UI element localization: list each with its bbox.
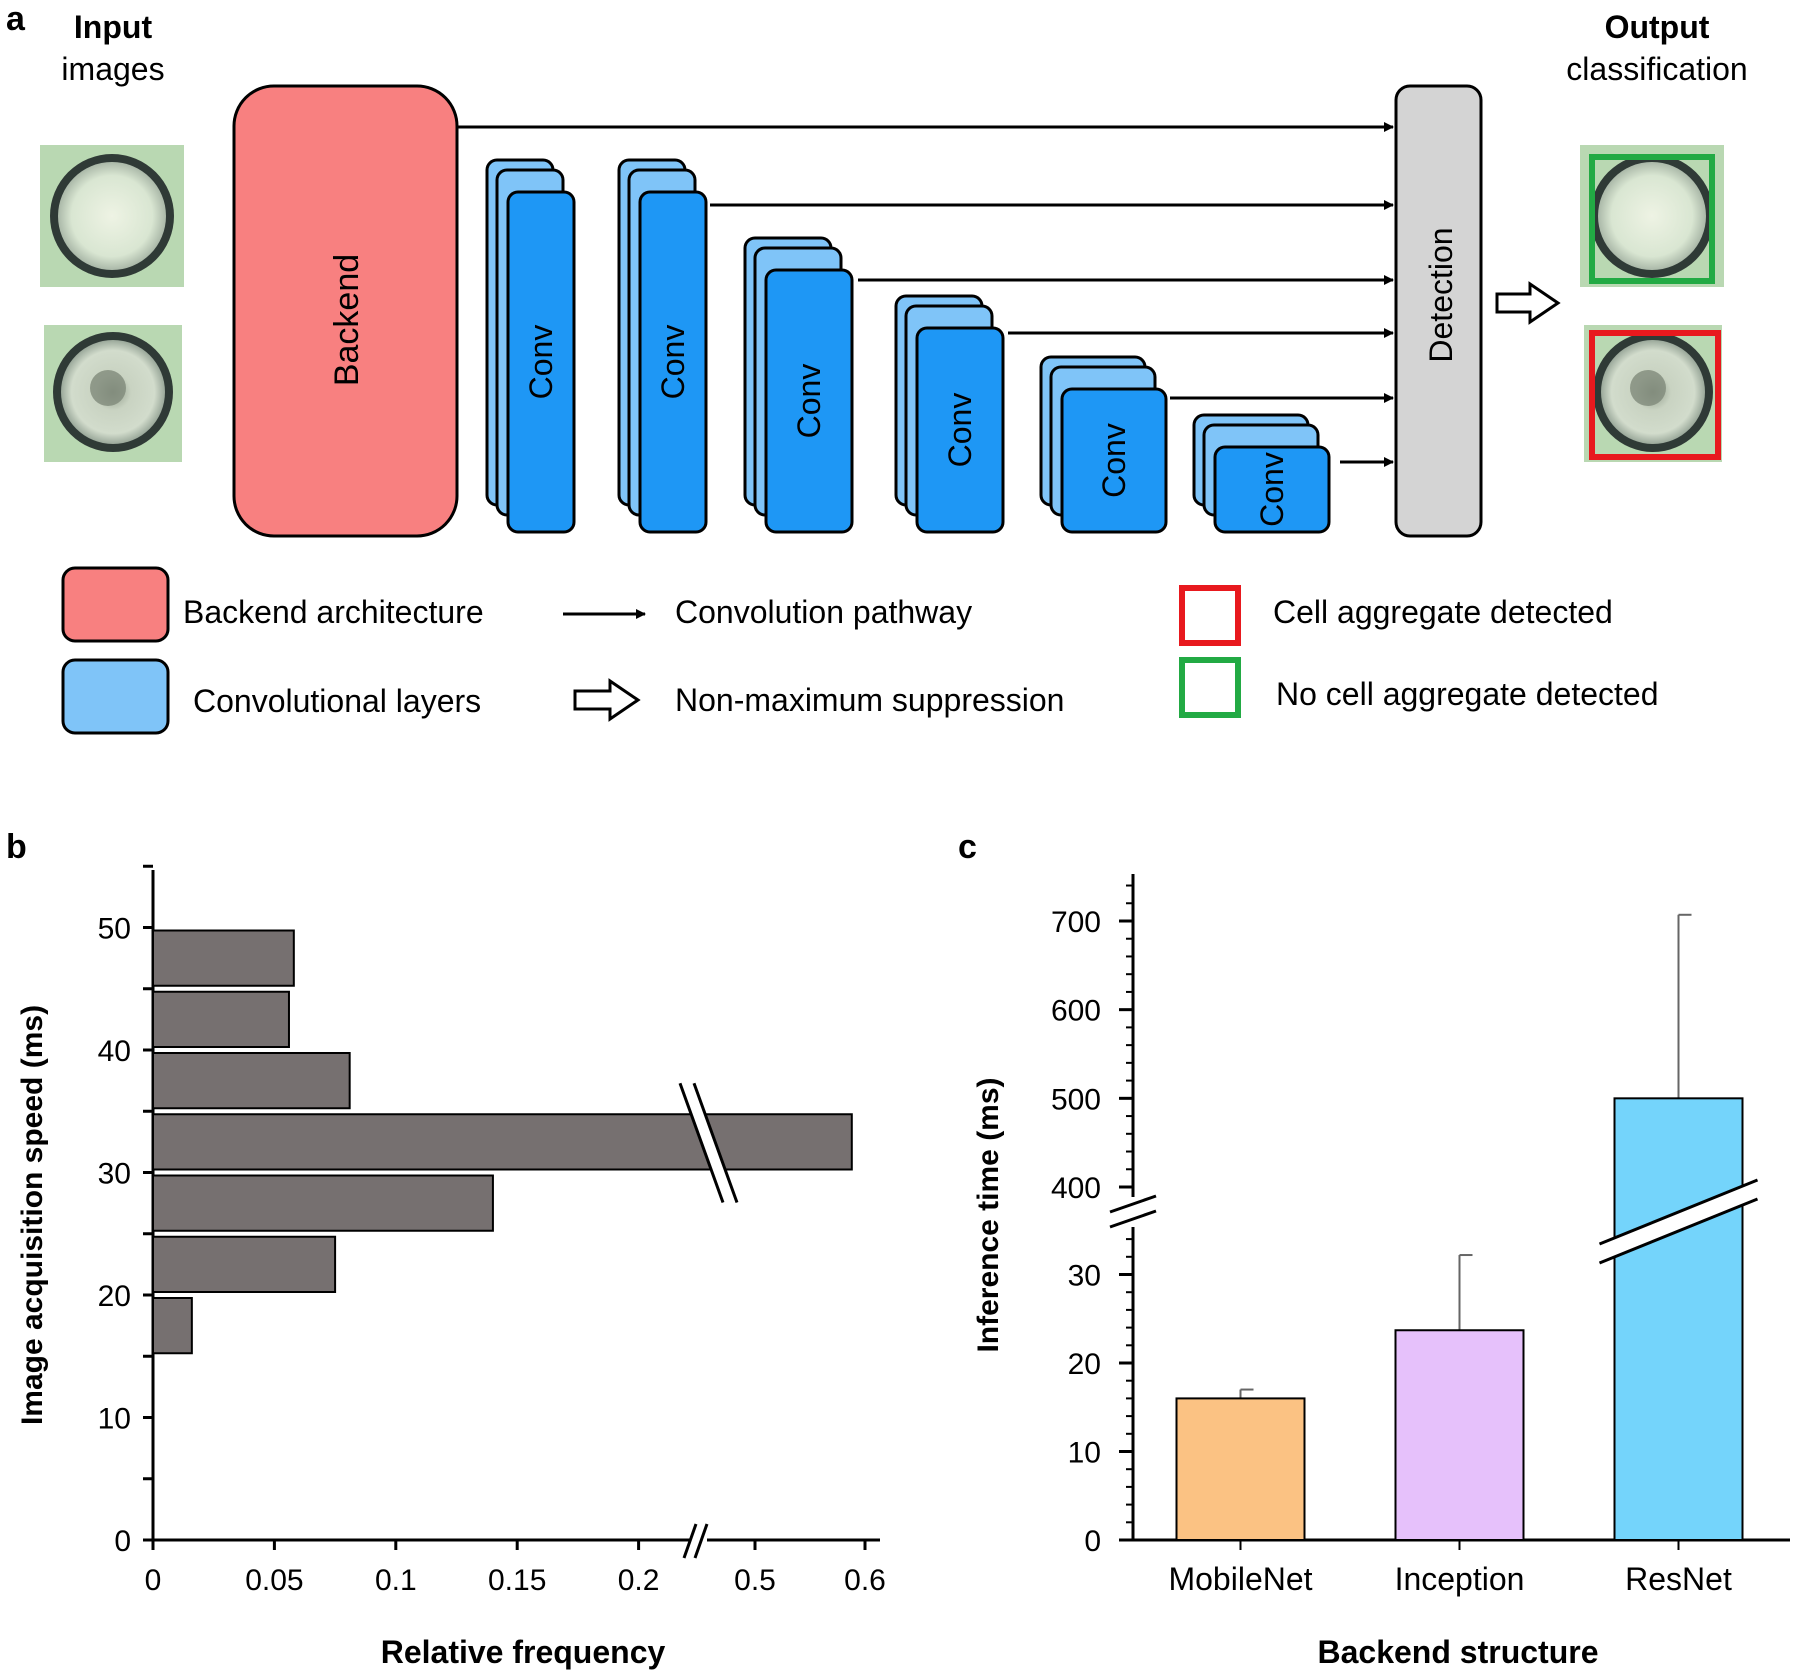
detection-block [1394, 84, 1483, 538]
output-image-no-aggregate [1580, 145, 1724, 287]
panel-b-xlabel: Relative frequency [381, 1634, 666, 1670]
histogram-bar [152, 929, 295, 987]
bar-break-gap [1599, 1180, 1758, 1263]
y-tick-label: 20 [98, 1280, 131, 1313]
y-tick-label: 700 [1051, 906, 1101, 939]
x-tick-label: 0.6 [844, 1564, 886, 1597]
conv-layer [764, 268, 854, 534]
axis-break-mark [1598, 1178, 1759, 1246]
legend-backend-swatch [61, 566, 170, 643]
axis-break-mark [682, 1523, 698, 1559]
y-tick-label: 10 [98, 1403, 131, 1436]
panel-c-label: c [958, 828, 977, 866]
legend-conv-swatch [61, 658, 170, 735]
axis-break-mark [692, 1082, 739, 1204]
bar [1613, 1097, 1744, 1541]
x-tick-label: 0 [145, 1564, 162, 1597]
conv-label: Conv [1096, 423, 1132, 498]
panel-b: b Image acquisition speed (ms) Relative … [6, 828, 886, 1670]
input-title: Input [74, 9, 153, 45]
legend-pathway-text: Convolution pathway [675, 594, 972, 630]
histogram-bar [152, 1113, 853, 1171]
input-image-clear-well [40, 145, 184, 287]
bar [1175, 1397, 1306, 1542]
legend-aggregate-text: Cell aggregate detected [1273, 594, 1613, 630]
backend-label: Backend [328, 254, 366, 386]
legend-no-aggregate-swatch [1179, 657, 1241, 718]
panel-c: c Inference time (ms) Backend structure … [958, 828, 1790, 1670]
legend-backend-text: Backend architecture [183, 594, 484, 630]
x-tick-label: Inception [1395, 1561, 1525, 1597]
x-tick-label: ResNet [1625, 1561, 1732, 1597]
y-tick-label: 0 [1084, 1525, 1101, 1558]
panel-b-ylabel: Image acquisition speed (ms) [16, 1005, 49, 1425]
y-tick-label: 30 [1068, 1260, 1101, 1293]
panel-c-xlabel: Backend structure [1318, 1634, 1599, 1670]
conv-label: Conv [655, 325, 691, 400]
panel-a: a Input images Output classification Bac… [6, 0, 1748, 735]
x-tick-label: 0.2 [618, 1564, 660, 1597]
y-tick-label: 50 [98, 913, 131, 946]
axis-break-mark [693, 1523, 709, 1559]
conv-layer [1213, 445, 1331, 534]
y-tick-label: 0 [114, 1525, 131, 1558]
histogram-bar [152, 1297, 193, 1355]
panel-c-ylabel: Inference time (ms) [972, 1077, 1005, 1352]
histogram-bar [152, 1174, 494, 1232]
histogram-chart: 0 10 20 30 40 50 0 0.05 0.1 0.15 0.2 0.5 0.6 [98, 864, 886, 1597]
axis-break-mark [678, 1082, 725, 1204]
legend-conv-text: Convolutional layers [193, 683, 481, 719]
y-tick-label: 20 [1068, 1348, 1101, 1381]
y-tick-label: 600 [1051, 995, 1101, 1028]
detection-label: Detection [1423, 227, 1459, 362]
y-tick-label: 400 [1051, 1172, 1101, 1205]
legend-aggregate-swatch [1179, 585, 1241, 646]
output-title: Output [1605, 9, 1710, 45]
axis-break-mark [1598, 1197, 1759, 1265]
conv-layer [915, 326, 1005, 534]
x-tick-label: MobileNet [1168, 1561, 1312, 1597]
x-tick-label: 0.5 [734, 1564, 776, 1597]
legend-nms-arrow-icon [573, 678, 641, 722]
axis-break-mark [1109, 1209, 1157, 1229]
conv-label: Conv [1254, 452, 1290, 527]
input-image-aggregate-well [44, 325, 182, 462]
histogram-bar [152, 1052, 351, 1110]
conv-layer [1060, 387, 1168, 534]
backend-block [232, 84, 459, 538]
no-aggregate-box [1589, 154, 1715, 284]
conv-label: Conv [791, 364, 827, 439]
conv-layer [506, 190, 576, 534]
conv-label: Conv [523, 325, 559, 400]
bar [1394, 1329, 1525, 1541]
y-tick-label: 30 [98, 1158, 131, 1191]
y-tick-label: 40 [98, 1035, 131, 1068]
histogram-bar [152, 1235, 337, 1293]
output-subtitle: classification [1566, 51, 1747, 87]
axis-break-mark [1109, 1194, 1157, 1214]
x-tick-label: 0.15 [488, 1564, 546, 1597]
aggregate-box [1589, 330, 1721, 460]
panel-a-label: a [6, 0, 26, 38]
panel-b-label: b [6, 828, 27, 866]
histogram-bar [152, 990, 290, 1048]
legend-nms-text: Non-maximum suppression [675, 682, 1064, 718]
input-subtitle: images [61, 51, 164, 87]
x-tick-label: 0.1 [375, 1564, 417, 1597]
y-tick-label: 10 [1068, 1437, 1101, 1470]
x-tick-label: 0.05 [245, 1564, 303, 1597]
conv-label: Conv [942, 393, 978, 468]
conv-layer [638, 190, 708, 534]
nms-arrow-icon [1495, 281, 1561, 325]
y-tick-label: 500 [1051, 1083, 1101, 1116]
pathway-arrows [457, 122, 1394, 467]
panel-a-legend: Backend architecture Convolutional layer… [61, 566, 1658, 735]
output-image-aggregate [1584, 325, 1722, 462]
bar-break-gap [680, 1083, 737, 1203]
legend-no-aggregate-text: No cell aggregate detected [1276, 676, 1658, 712]
